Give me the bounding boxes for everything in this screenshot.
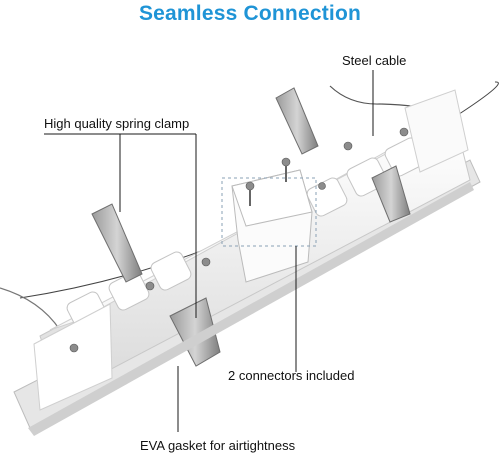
page-title: Seamless Connection (138, 2, 362, 25)
connector-outline (221, 177, 317, 247)
screws (69, 127, 409, 353)
driver-box-right (404, 89, 469, 173)
connectors-label: 2 connectors included (228, 368, 355, 383)
spring-clamps (91, 87, 411, 367)
callout-lines (44, 70, 374, 432)
spring-clamp-label: High quality spring clamp (44, 116, 190, 131)
eva-gasket (28, 182, 474, 436)
driver-box-left (33, 303, 113, 411)
eva-gasket-label: EVA gasket for airtightness (140, 438, 296, 453)
power-lead (0, 287, 61, 331)
steel-cable-label: Steel cable (342, 53, 407, 68)
